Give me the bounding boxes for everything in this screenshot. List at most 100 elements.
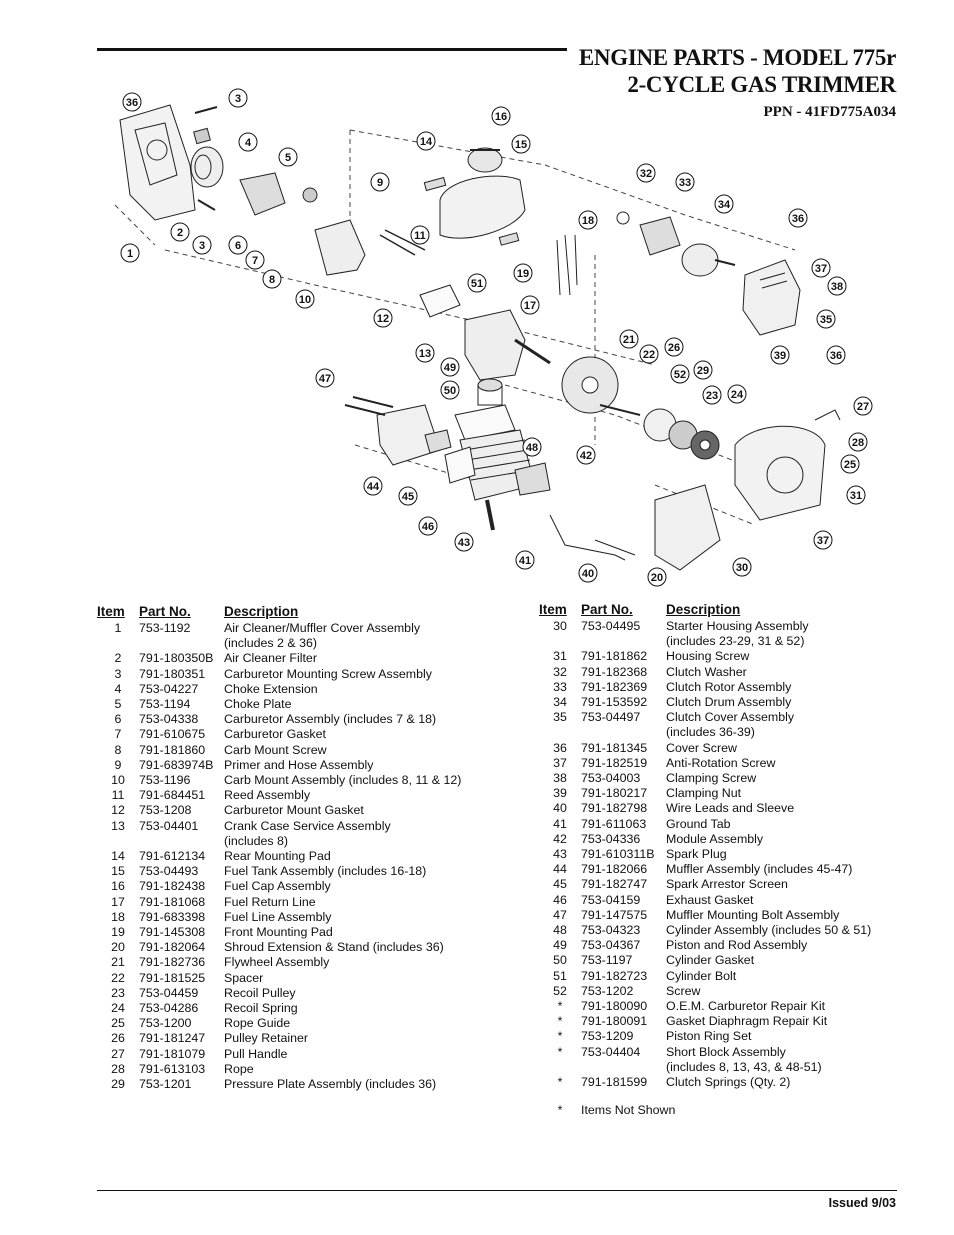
callout-bubble: 2 (170, 222, 190, 242)
callout-number: 8 (269, 274, 275, 286)
callout-number: 28 (852, 437, 864, 449)
part-number-cell: 791-180217 (581, 786, 648, 801)
callout-bubble: 28 (848, 432, 868, 452)
callout-bubble: 50 (440, 380, 460, 400)
callout-bubble: 36 (826, 345, 846, 365)
callout-bubble: 40 (578, 563, 598, 583)
col-header-item: Item (97, 604, 125, 619)
callout-bubble: 24 (727, 384, 747, 404)
part-number-cell: 791-181079 (139, 1046, 206, 1061)
note-text: Items Not Shown (581, 1103, 676, 1117)
item-cell: 47 (553, 907, 567, 922)
callout-number: 36 (792, 213, 804, 225)
item-cell: * (557, 1014, 563, 1029)
item-cell: 49 (553, 938, 567, 953)
callout-number: 43 (458, 537, 470, 549)
col-header-part-no: Part No. (581, 602, 633, 617)
description-cell: Module Assembly (666, 831, 764, 846)
callout-bubble: 39 (770, 345, 790, 365)
callout-bubble: 46 (418, 516, 438, 536)
items-not-shown-note: *Items Not Shown (539, 1103, 676, 1117)
part-number-cell: 791-180090 (581, 999, 648, 1014)
description-cell: Clutch Washer (666, 664, 747, 679)
item-cell: 37 (553, 755, 567, 770)
callout-bubble: 3 (228, 88, 248, 108)
item-cell: 38 (553, 771, 567, 786)
item-cell: 15 (111, 864, 125, 879)
item-cell: 45 (553, 877, 567, 892)
item-cell: 4 (114, 681, 122, 696)
callout-number: 13 (419, 348, 431, 360)
description-cell: Wire Leads and Sleeve (666, 801, 795, 816)
item-cell: 8 (114, 742, 122, 757)
part-number-cell: 791-683398 (139, 909, 206, 924)
item-cell: * (557, 1075, 563, 1090)
callout-number: 40 (582, 568, 594, 580)
callout-bubble: 6 (228, 235, 248, 255)
item-cell: 52 (553, 983, 567, 998)
description-cell: Fuel Line Assembly (224, 909, 332, 924)
item-cell: 51 (553, 968, 567, 983)
part-number-cell: 791-182736 (139, 955, 206, 970)
description-cell: Piston and Rod Assembly (666, 938, 808, 953)
callout-number: 14 (420, 136, 433, 148)
part-number-cell: 791-180091 (581, 1014, 648, 1029)
callout-number: 24 (731, 389, 744, 401)
callout-number: 5 (285, 152, 291, 164)
ppn-label: PPN - 41FD775A034 (763, 104, 896, 120)
col-header-item: Item (539, 602, 567, 617)
item-cell: 41 (553, 816, 567, 831)
description-cell: Spark Arrestor Screen (666, 877, 788, 892)
part-number-cell: 791-181068 (139, 894, 206, 909)
part-number-cell: 791-613103 (139, 1061, 206, 1076)
callout-bubble: 21 (619, 329, 639, 349)
callout-bubble: 30 (732, 557, 752, 577)
item-cell: 7 (114, 727, 122, 742)
description-cell: Muffler Assembly (includes 45-47) (666, 862, 853, 877)
part-number-cell: 791-683974B (139, 757, 214, 772)
item-cell: 42 (553, 831, 567, 846)
item-cell: 23 (111, 985, 125, 1000)
item-cell: 6 (114, 712, 122, 727)
callout-bubble: 14 (416, 131, 436, 151)
callout-number: 39 (774, 350, 786, 362)
description-cell: Ground Tab (666, 816, 731, 831)
col-header-description: Description (224, 604, 299, 619)
part-number-cell: 791-612134 (139, 849, 206, 864)
description-cell: Pull Handle (224, 1046, 288, 1061)
description-cell: Clutch Rotor Assembly (666, 679, 792, 694)
item-cell: * (557, 999, 563, 1014)
part-number-cell: 791-181862 (581, 649, 648, 664)
part-number-cell: 753-04404 (581, 1044, 641, 1059)
callout-number: 49 (444, 362, 456, 374)
part-number-cell: 753-04336 (581, 831, 641, 846)
callout-number: 4 (245, 137, 252, 149)
part-number-cell: 753-1200 (139, 1016, 192, 1031)
callout-bubble: 17 (520, 295, 540, 315)
part-number-cell: 791-182747 (581, 877, 648, 892)
callout-number: 32 (640, 168, 652, 180)
callout-bubble: 43 (454, 532, 474, 552)
description-cell: Carb Mount Assembly (includes 8, 11 & 12… (224, 773, 462, 788)
